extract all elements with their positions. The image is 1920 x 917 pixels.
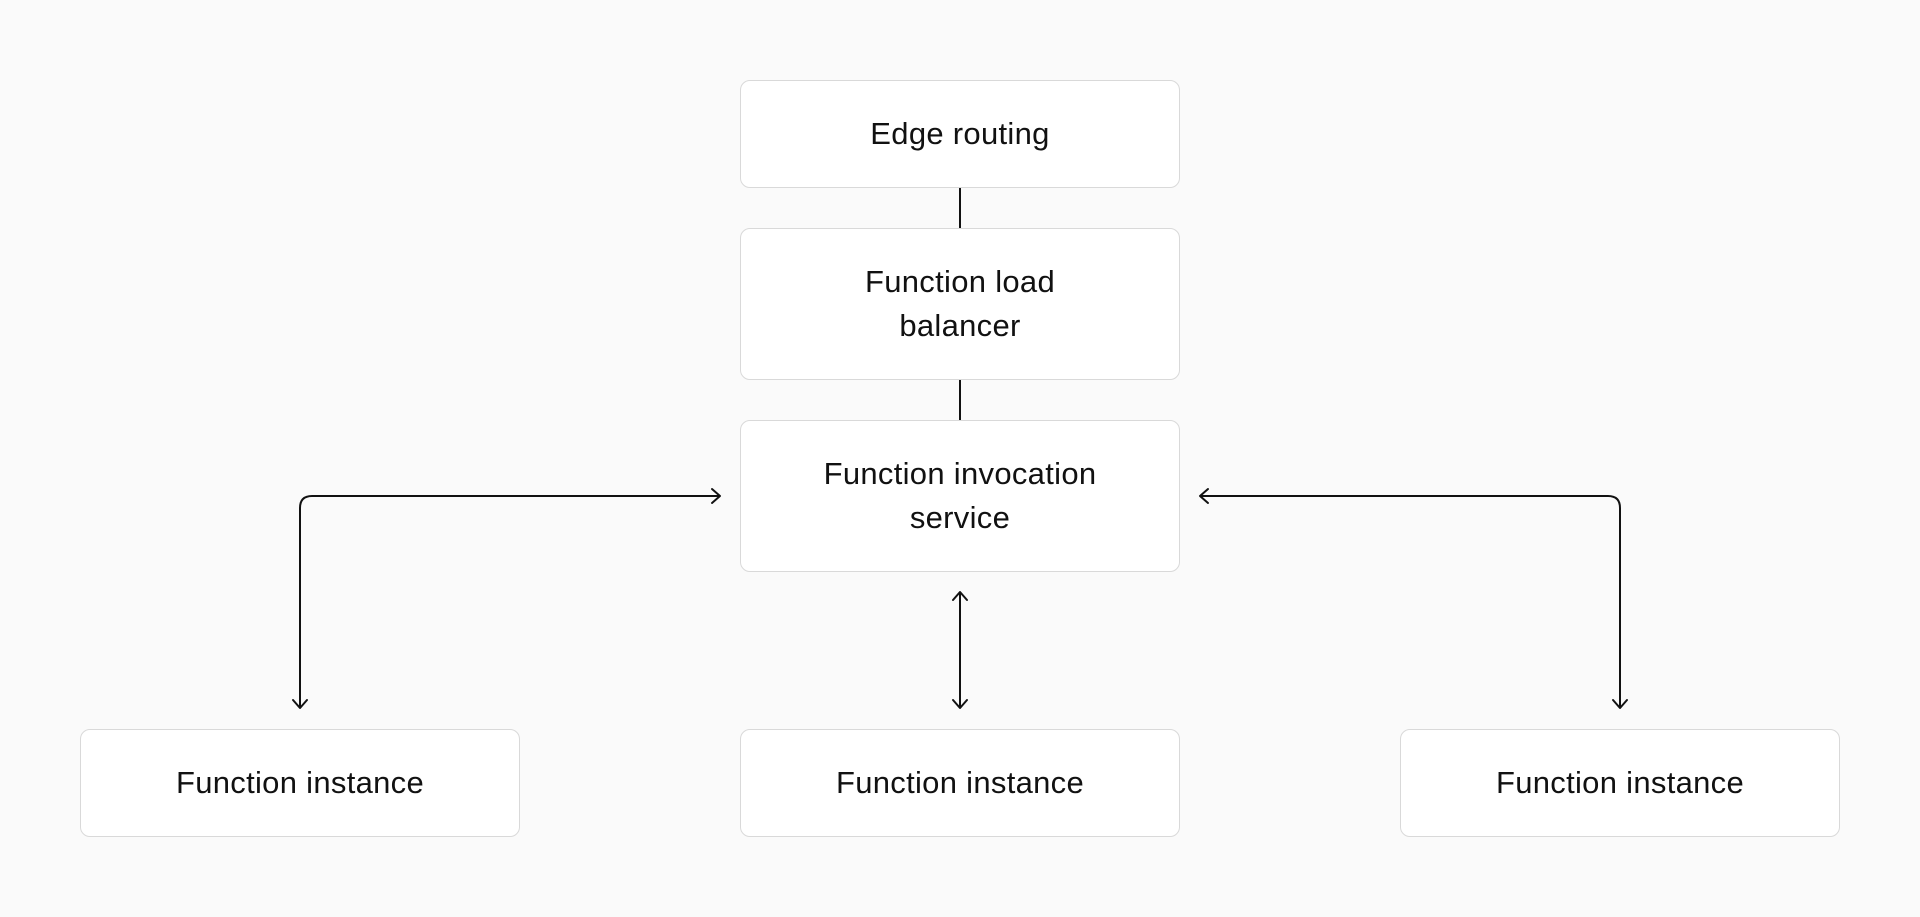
arrowhead-down [952,699,968,709]
function-instance-node-left: Function instance [80,729,520,837]
arrowhead-up [952,591,968,601]
function-instance-label: Function instance [835,765,1085,800]
arrowhead-down [1612,699,1628,709]
arrowhead-right [711,488,721,504]
connector-left-instance [292,488,721,709]
edge-routing-node: Edge routing [740,80,1180,188]
function-instance-label: Function instance [175,765,425,800]
connector-center-instance [952,591,968,709]
edge-routing-label: Edge routing [870,116,1050,151]
function-instance-label: Function instance [1495,765,1745,800]
arrowhead-down [292,699,308,709]
function-load-balancer-label: Function load balancer [864,264,1056,343]
function-instance-node-center: Function instance [740,729,1180,837]
connector-right-instance [1199,488,1628,709]
arrowhead-left [1199,488,1209,504]
function-invocation-service-node: Function invocation service [740,420,1180,572]
function-invocation-service-label: Function invocation service [823,456,1097,535]
function-load-balancer-node: Function load balancer [740,228,1180,380]
function-instance-node-right: Function instance [1400,729,1840,837]
